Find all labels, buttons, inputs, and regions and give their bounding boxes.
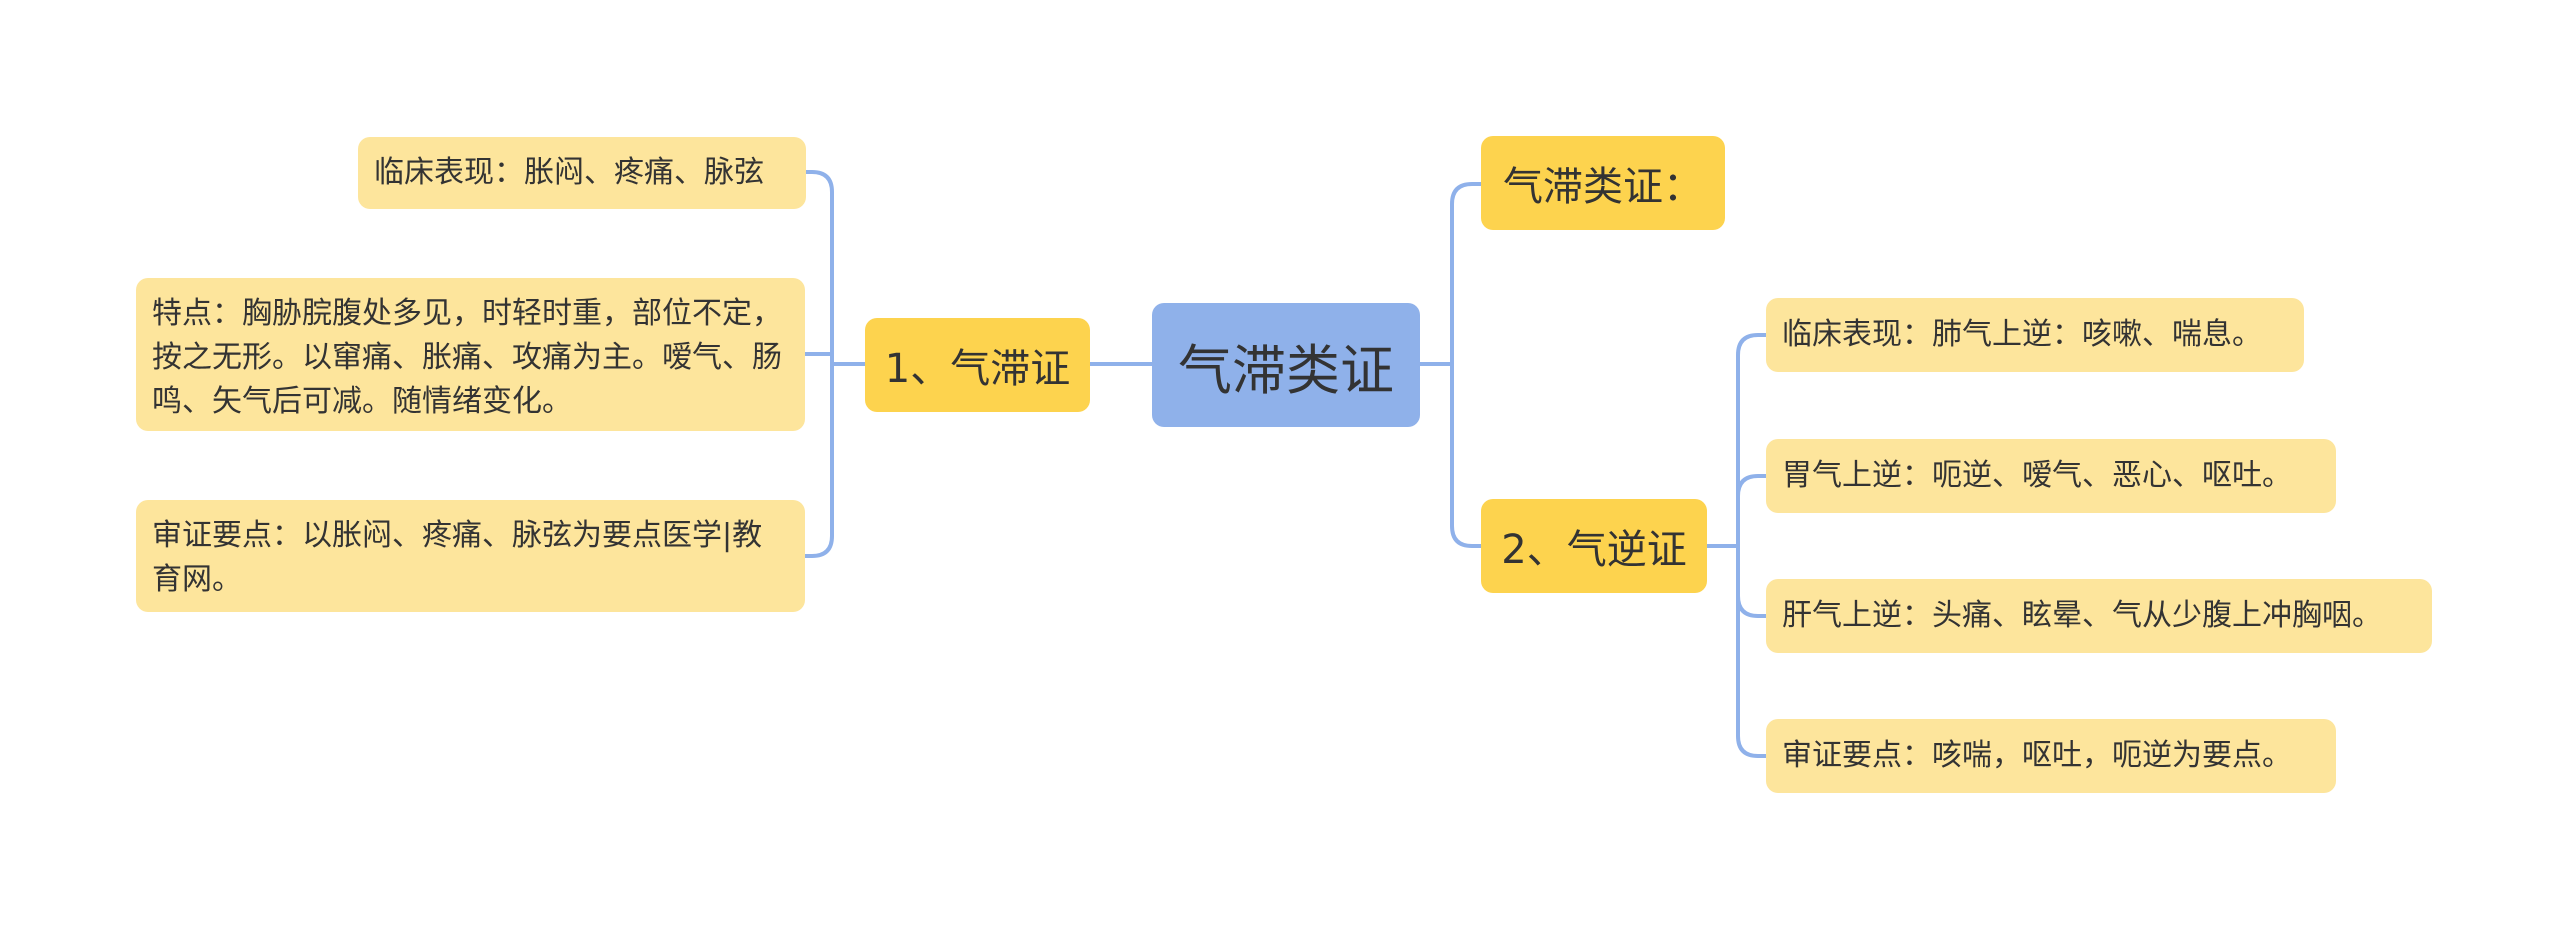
connector-right-branch-b — [1450, 362, 1483, 548]
connector-right-leaf-4 — [1736, 544, 1768, 758]
branch-node-qini-label: 2、气逆证 — [1501, 527, 1687, 573]
leaf-node-qini-stomach-text: 胃气上逆：呃逆、嗳气、恶心、呕吐。 — [1782, 458, 2292, 493]
leaf-node-qizhi-clinical-text: 临床表现：胀闷、疼痛、脉弦 — [374, 155, 764, 190]
leaf-node-qizhi-clinical[interactable]: 临床表现：胀闷、疼痛、脉弦 — [358, 137, 806, 209]
connector-right-leaf-1 — [1736, 333, 1768, 548]
leaf-node-qini-liver[interactable]: 肝气上逆：头痛、眩晕、气从少腹上冲胸咽。 — [1766, 579, 2432, 653]
leaf-node-qini-lung[interactable]: 临床表现：肺气上逆：咳嗽、喘息。 — [1766, 298, 2304, 372]
root-node-label: 气滞类证 — [1178, 338, 1394, 402]
leaf-node-qini-keypoints[interactable]: 审证要点：咳喘，呕吐，呃逆为要点。 — [1766, 719, 2336, 793]
leaf-node-qini-liver-text: 肝气上逆：头痛、眩晕、气从少腹上冲胸咽。 — [1782, 598, 2382, 633]
branch-node-qizhi-label: 1、气滞证 — [884, 346, 1071, 392]
leaf-node-qizhi-features[interactable]: 特点：胸胁脘腹处多见，时轻时重，部位不定，按之无形。以窜痛、胀痛、攻痛为主。嗳气… — [136, 278, 805, 431]
connector-right-leaf-2 — [1736, 474, 1768, 548]
branch-node-qizhi-category[interactable]: 气滞类证： — [1481, 136, 1725, 230]
root-node[interactable]: 气滞类证 — [1152, 303, 1420, 427]
branch-node-qizhi-category-label: 气滞类证： — [1503, 164, 1703, 210]
connector-right-leaf-3 — [1736, 544, 1768, 618]
leaf-node-qizhi-features-text: 特点：胸胁脘腹处多见，时轻时重，部位不定，按之无形。以窜痛、胀痛、攻痛为主。嗳气… — [152, 296, 782, 419]
leaf-node-qizhi-keypoints[interactable]: 审证要点：以胀闷、疼痛、脉弦为要点医学|教育网。 — [136, 500, 805, 612]
connector-left-leaf-2 — [803, 351, 834, 366]
leaf-node-qini-lung-text: 临床表现：肺气上逆：咳嗽、喘息。 — [1782, 317, 2262, 352]
branch-node-qini[interactable]: 2、气逆证 — [1481, 499, 1707, 593]
branch-node-qizhi[interactable]: 1、气滞证 — [865, 318, 1090, 412]
leaf-node-qini-stomach[interactable]: 胃气上逆：呃逆、嗳气、恶心、呕吐。 — [1766, 439, 2336, 513]
connector-left-leaf-3 — [803, 362, 834, 558]
leaf-node-qizhi-keypoints-text: 审证要点：以胀闷、疼痛、脉弦为要点医学|教育网。 — [152, 518, 763, 597]
connector-left-leaf-1 — [804, 170, 834, 366]
leaf-node-qini-keypoints-text: 审证要点：咳喘，呕吐，呃逆为要点。 — [1782, 738, 2292, 773]
connector-right-branch-a — [1450, 182, 1483, 366]
